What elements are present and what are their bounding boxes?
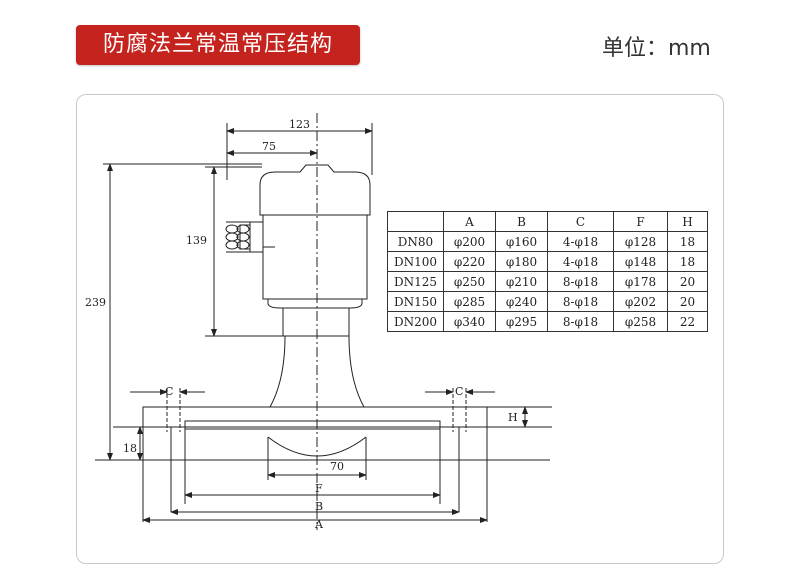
dim-h-label: H (508, 411, 518, 424)
dimension-drawing: 123 75 139 239 18 70 C C H F B A (85, 113, 552, 531)
table-row: DN150 φ285 φ240 8-φ18 φ202 20 (387, 291, 708, 312)
dim-c-left-label: C (165, 385, 173, 398)
dim-75-label: 75 (262, 140, 276, 153)
spec-cell: DN150 (387, 291, 444, 312)
spec-cell: φ250 (443, 271, 496, 292)
spec-cell: DN200 (387, 311, 444, 332)
spec-cell: DN80 (387, 231, 444, 252)
section-title-badge: 防腐法兰常温常压结构 (76, 25, 360, 65)
spec-cell: 18 (667, 231, 708, 252)
spec-cell: φ148 (613, 251, 668, 272)
spec-cell: 8-φ18 (547, 311, 614, 332)
spec-header-cell: A (443, 211, 496, 232)
spec-cell: 18 (667, 251, 708, 272)
spec-cell: φ240 (495, 291, 548, 312)
table-row: DN80 φ200 φ160 4-φ18 φ128 18 (387, 231, 708, 252)
spec-cell: φ200 (443, 231, 496, 252)
section-title: 防腐法兰常温常压结构 (102, 32, 333, 57)
flange-plate (142, 406, 488, 428)
housing-collar (267, 298, 363, 309)
lens (267, 436, 367, 457)
spec-cell: 4-φ18 (547, 231, 614, 252)
spec-header-cell: C (547, 211, 614, 232)
housing-body (262, 214, 368, 300)
spec-cell: φ220 (443, 251, 496, 272)
spec-cell: 8-φ18 (547, 271, 614, 292)
dim-f-label: F (315, 482, 323, 495)
neck (282, 307, 350, 337)
spec-cell: φ180 (495, 251, 548, 272)
spec-table: A B C F H DN80 φ200 φ160 4-φ18 φ128 18 D… (387, 211, 708, 332)
spec-header-cell: H (667, 211, 708, 232)
dim-a-label: A (314, 518, 324, 531)
spec-header-cell (387, 211, 444, 232)
spec-cell: 20 (667, 271, 708, 292)
spec-cell: φ210 (495, 271, 548, 292)
spec-cell: φ128 (613, 231, 668, 252)
spec-cell: φ160 (495, 231, 548, 252)
spec-cell: φ340 (443, 311, 496, 332)
spec-cell: 4-φ18 (547, 251, 614, 272)
dim-18-label: 18 (123, 442, 137, 455)
spec-cell: DN100 (387, 251, 444, 272)
spec-cell: 8-φ18 (547, 291, 614, 312)
dim-139-label: 139 (186, 234, 207, 247)
spec-table-header: A B C F H (387, 211, 708, 232)
dim-b-label: B (315, 500, 323, 513)
table-row: DN200 φ340 φ295 8-φ18 φ258 22 (387, 311, 708, 332)
dim-239-label: 239 (85, 296, 106, 309)
spec-cell: φ258 (613, 311, 668, 332)
spec-cell: φ285 (443, 291, 496, 312)
spec-header-cell: B (495, 211, 548, 232)
unit-label: 单位：mm (602, 36, 711, 61)
dim-123-label: 123 (289, 118, 310, 131)
spec-cell: φ202 (613, 291, 668, 312)
dim-c-right-label: C (455, 385, 463, 398)
spec-cell: φ295 (495, 311, 548, 332)
table-row: DN125 φ250 φ210 8-φ18 φ178 20 (387, 271, 708, 292)
spec-header-cell: F (613, 211, 668, 232)
spec-cell: φ178 (613, 271, 668, 292)
dim-70-label: 70 (330, 460, 344, 473)
housing-cap (259, 164, 371, 216)
spec-cell: 22 (667, 311, 708, 332)
spec-cell: 20 (667, 291, 708, 312)
table-row: DN100 φ220 φ180 4-φ18 φ148 18 (387, 251, 708, 272)
spec-cell: DN125 (387, 271, 444, 292)
cable-gland (225, 221, 264, 253)
